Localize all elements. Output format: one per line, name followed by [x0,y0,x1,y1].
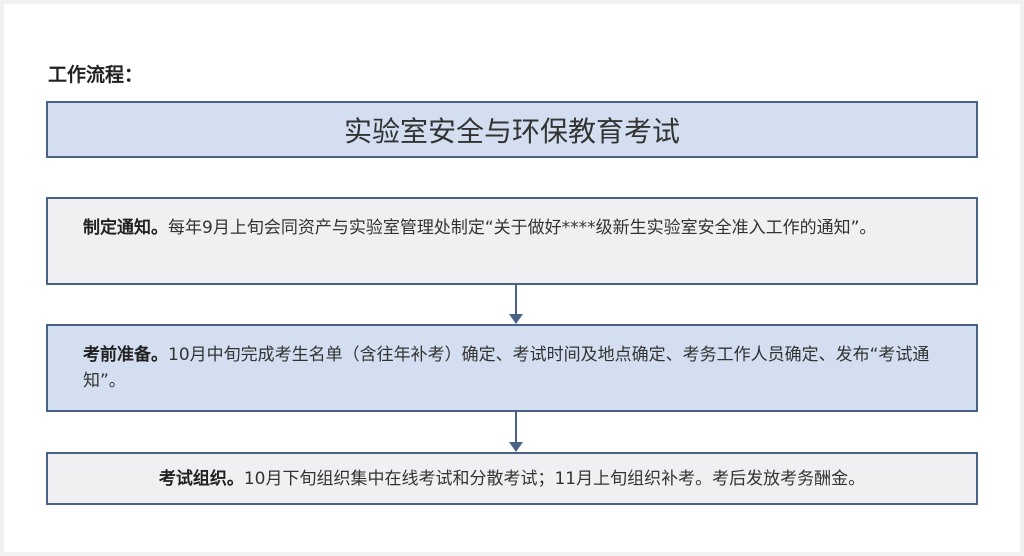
section-heading: 工作流程： [48,64,144,86]
arrow-head [509,442,523,452]
step-preparation: 考前准备。10月中旬完成考生名单（含往年补考）确定、考试时间及地点确定、考务工作… [46,324,978,412]
arrow-line [515,285,517,315]
step-organization: 考试组织。10月下旬组织集中在线考试和分散考试；11月上旬组织补考。考后发放考务… [46,452,978,505]
step-notice: 制定通知。每年9月上旬会同资产与实验室管理处制定“关于做好****级新生实验室安… [46,197,978,285]
arrow-line [515,412,517,443]
step-text: 每年9月上旬会同资产与实验室管理处制定“关于做好****级新生实验室安全准入工作… [168,218,877,238]
step-label: 考前准备。 [83,345,168,365]
flow-arrow [509,285,523,324]
arrow-head [509,314,523,324]
flow-title-box: 实验室安全与环保教育考试 [46,101,978,158]
step-content: 考试组织。10月下旬组织集中在线考试和分散考试；11月上旬组织补考。考后发放考务… [159,466,865,492]
step-label: 考试组织。 [158,468,244,489]
flow-title: 实验室安全与环保教育考试 [343,114,680,148]
step-text: 10月中旬完成考生名单（含往年补考）确定、考试时间及地点确定、考务工作人员确定、… [83,345,930,391]
step-label: 制定通知。 [83,218,168,238]
step-text: 10月下旬组织集中在线考试和分散考试；11月上旬组织补考。考后发放考务酬金。 [243,468,866,489]
flowchart-card: 工作流程： 实验室安全与环保教育考试 制定通知。每年9月上旬会同资产与实验室管理… [4,4,1020,552]
flow-arrow [509,412,523,452]
